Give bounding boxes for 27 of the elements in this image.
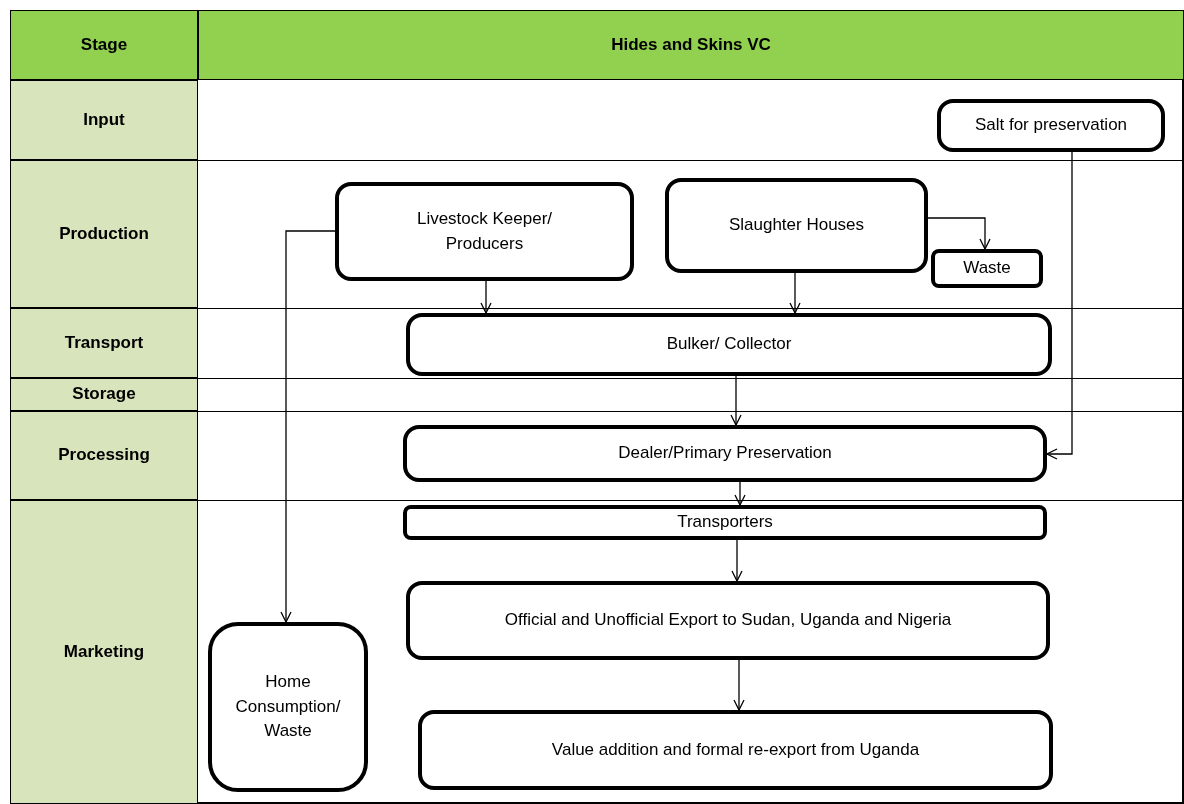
- stage-cell: Marketing: [10, 500, 198, 804]
- process-box: Home Consumption/ Waste: [208, 622, 368, 792]
- process-box: Value addition and formal re-export from Uganda: [418, 710, 1053, 790]
- stage-cell: Transport: [10, 308, 198, 378]
- stage-cell: Processing: [10, 411, 198, 500]
- arrow: [731, 539, 743, 582]
- process-box: Waste: [931, 249, 1043, 288]
- stage-cell: Storage: [10, 378, 198, 411]
- process-box: Official and Unofficial Export to Sudan, Uganda and Nigeria: [406, 581, 1050, 660]
- arrow: [280, 230, 336, 623]
- arrow: [1046, 151, 1073, 460]
- process-box: Livestock Keeper/ Producers: [335, 182, 634, 281]
- process-box: Salt for preservation: [937, 99, 1165, 152]
- process-box: Dealer/Primary Preservation: [403, 425, 1047, 482]
- arrow: [733, 659, 745, 711]
- arrow: [480, 280, 492, 314]
- header-cell: Hides and Skins VC: [198, 10, 1184, 80]
- process-box: Transporters: [403, 505, 1047, 540]
- stage-cell: Production: [10, 160, 198, 308]
- process-box: Bulker/ Collector: [406, 313, 1052, 376]
- arrow: [734, 481, 746, 506]
- arrow: [927, 217, 991, 250]
- header-cell: Stage: [10, 10, 198, 80]
- arrow: [730, 375, 742, 426]
- process-box: Slaughter Houses: [665, 178, 928, 273]
- arrow: [789, 272, 801, 314]
- stage-cell: Input: [10, 80, 198, 160]
